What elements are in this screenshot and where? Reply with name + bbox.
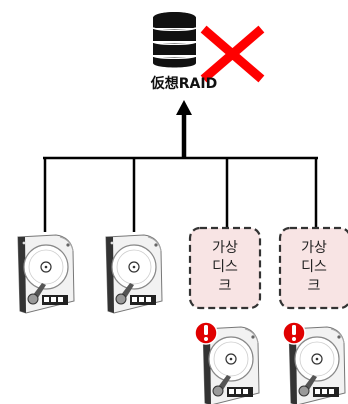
virtual-disk-line: 크: [308, 278, 321, 294]
virtual-disk-line: 가상: [212, 240, 238, 256]
arrow-head: [176, 100, 192, 115]
hard-disk-icon: [17, 234, 75, 314]
database-server-icon: [152, 12, 197, 68]
virtual-disk: 가상 디스 크: [278, 226, 348, 310]
exclamation-warning-icon: [282, 321, 306, 345]
exclamation-warning-icon: [194, 321, 218, 345]
virtual-disk-line: 디스: [301, 259, 327, 275]
virtual-disk-line: 가상: [301, 240, 327, 256]
red-x-icon: [200, 25, 265, 83]
virtual-disk-line: 디스: [212, 259, 238, 275]
hard-disk-icon: [105, 234, 163, 314]
raid-label: 仮想RAID: [150, 75, 217, 92]
connector-lines: [43, 112, 318, 232]
virtual-disk: 가상 디스 크: [188, 226, 262, 310]
virtual-disk-line: 크: [219, 278, 232, 294]
